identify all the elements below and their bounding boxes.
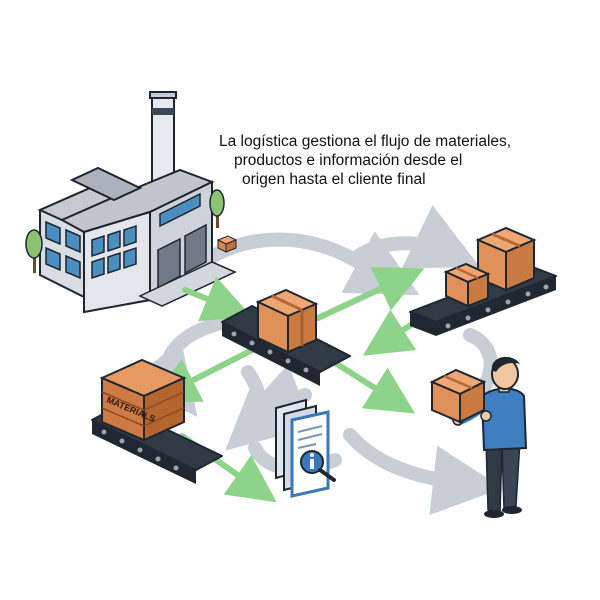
tree-icon: [25, 189, 225, 273]
factory-icon: [37, 91, 237, 314]
loop-arrow-right-top: [348, 205, 481, 269]
document-info-icon: [275, 398, 336, 498]
caption-line-1: La logística gestiona el flujo de materi…: [219, 133, 512, 150]
box-icon-person: [429, 368, 487, 424]
small-box-icon: [216, 235, 238, 253]
loop-arrow-center: [225, 365, 301, 451]
box-icon-right-large: [475, 226, 537, 292]
loop-arrow-top: [198, 231, 420, 296]
person-icon: [452, 356, 528, 518]
box-icon-center: [255, 288, 319, 354]
caption-line-2: productos e información desde el: [234, 152, 463, 169]
flow-arrow-factory-to-center: [182, 276, 252, 322]
loop-arrows: [126, 205, 503, 516]
crate-icon: MATERIALS: [99, 358, 187, 442]
loop-arrow-mid: [235, 364, 314, 430]
magnifier-icon: [300, 450, 336, 482]
caption: La logística gestiona el flujo de materi…: [210, 132, 512, 189]
box-icon-right-small: [443, 262, 491, 308]
flow-arrow-center-to-right: [315, 266, 425, 321]
caption-line-3: origen hasta el cliente final: [242, 171, 426, 188]
loop-arrow-bottom-right: [343, 428, 503, 516]
